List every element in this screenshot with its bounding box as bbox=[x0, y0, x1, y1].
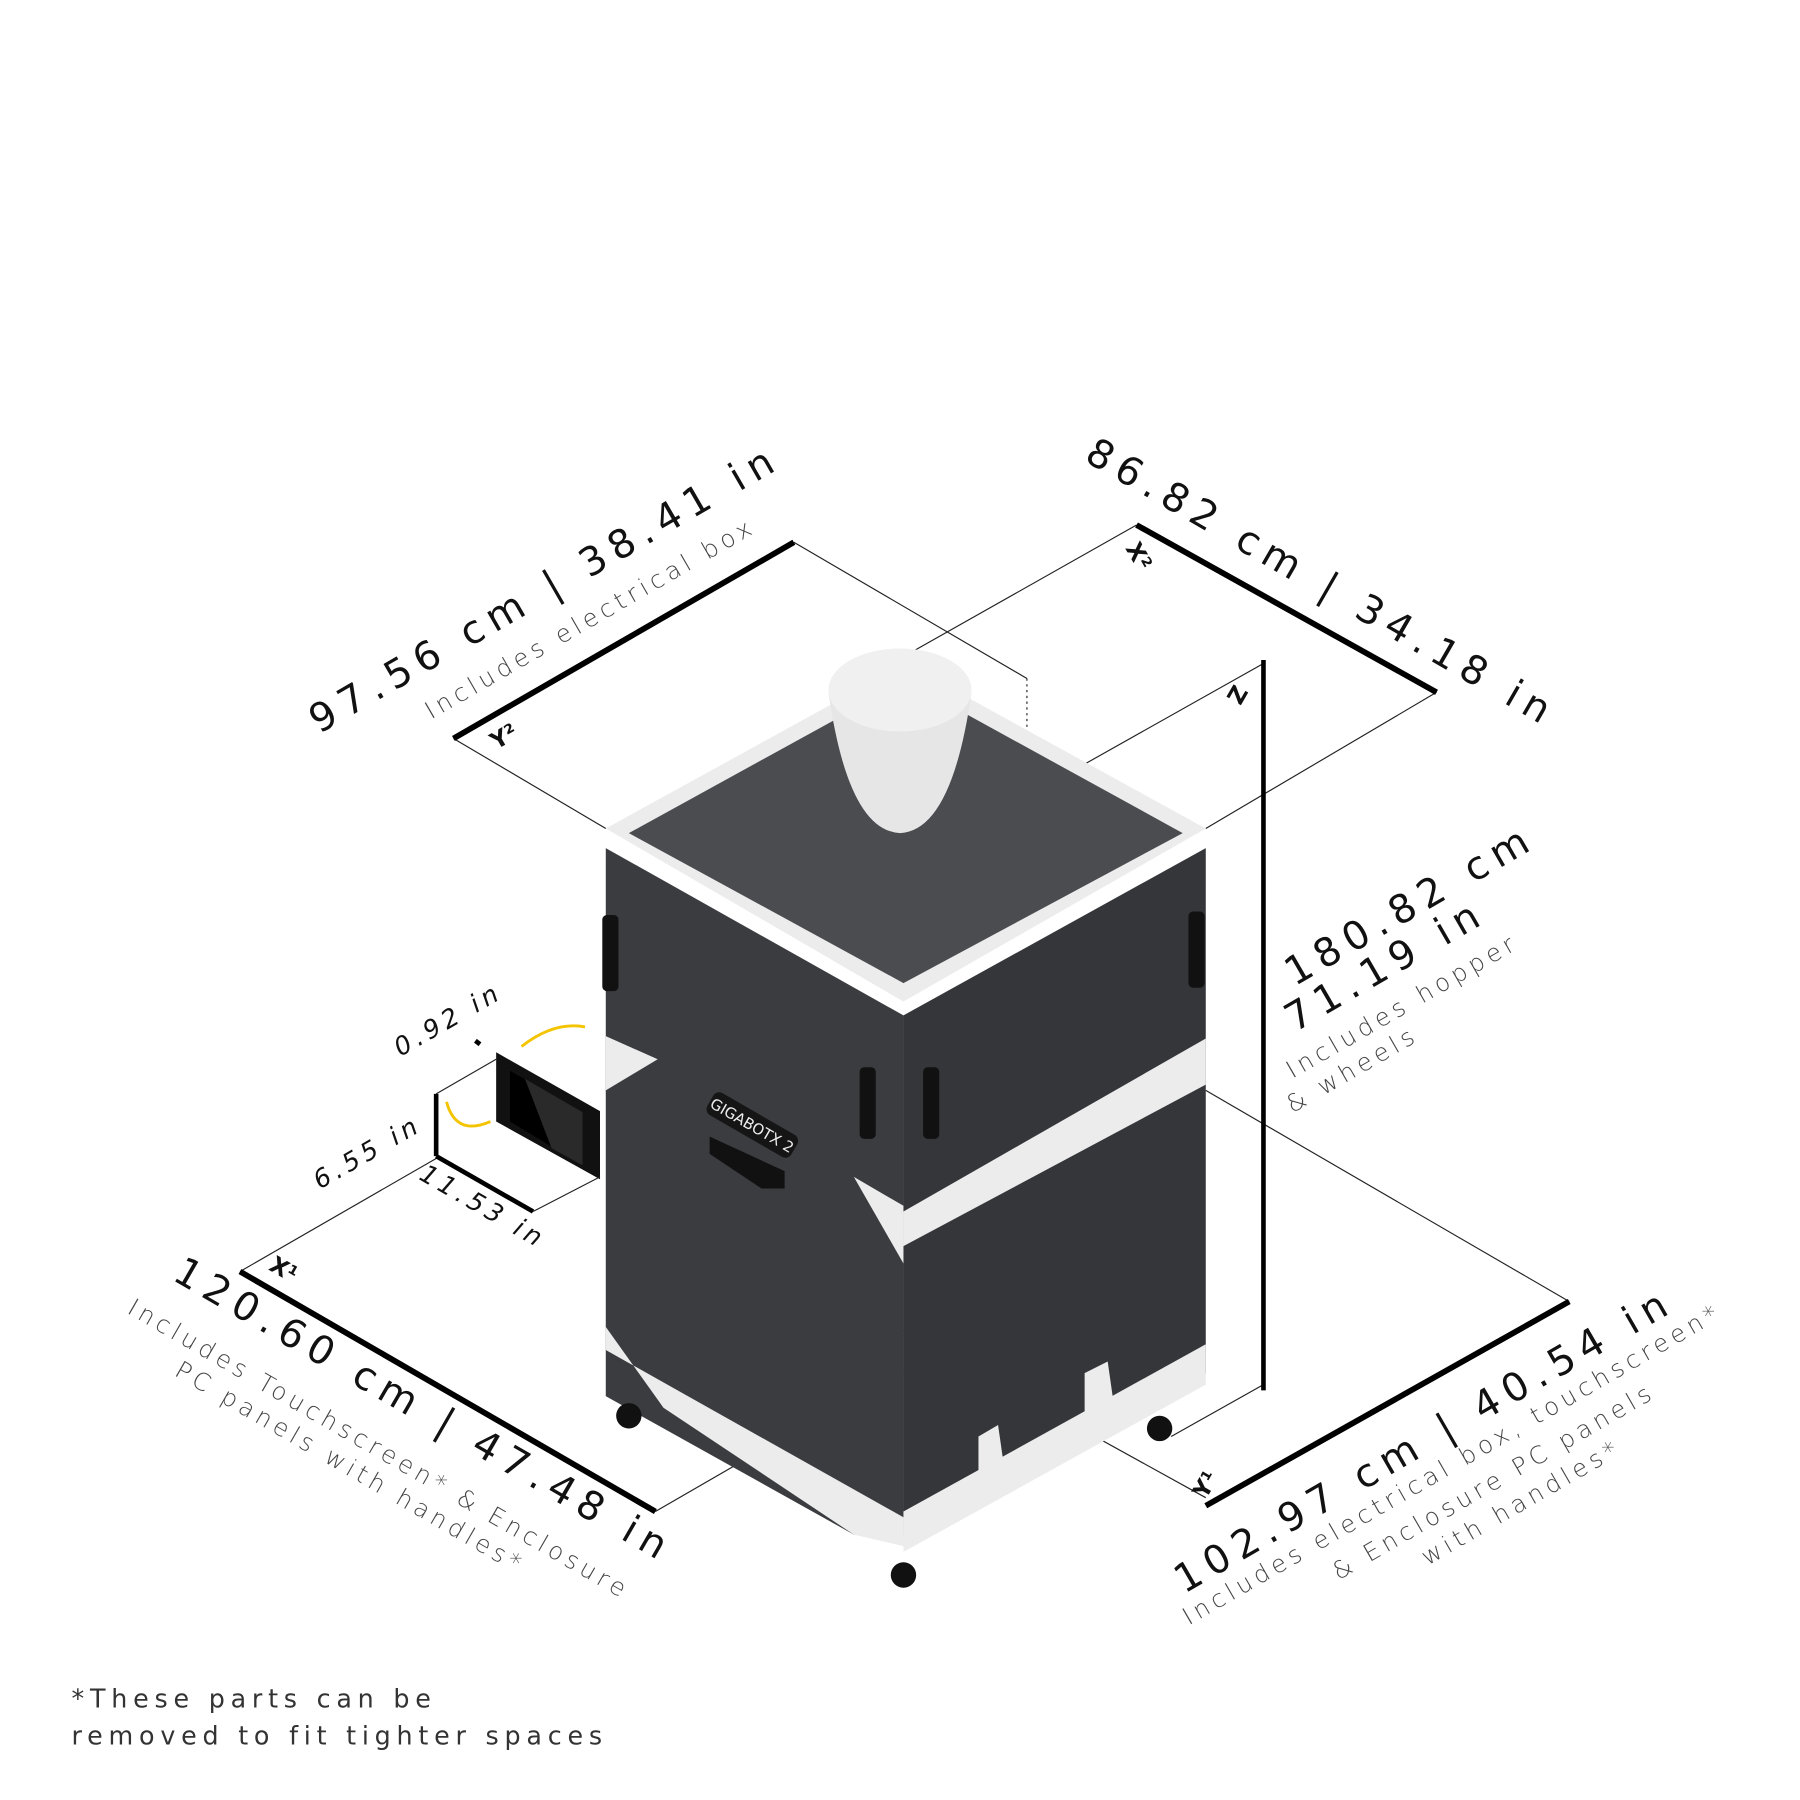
footnote-line1: *These parts can be bbox=[72, 1684, 437, 1714]
x2-dimension-value: 86.82 cm | 34.18 in bbox=[1078, 430, 1565, 737]
trim-band bbox=[903, 1038, 1206, 1247]
touchscreen-height: 6.55 in bbox=[308, 1109, 427, 1195]
touchscreen bbox=[496, 1052, 600, 1180]
handle-icon bbox=[602, 911, 1205, 1189]
wheel-icon bbox=[616, 1403, 1173, 1588]
y2-axis-label: Y² bbox=[485, 719, 522, 755]
hopper bbox=[828, 648, 972, 834]
touchscreen-depth: 0.92 in bbox=[388, 976, 507, 1062]
z-axis-label: Z bbox=[1223, 682, 1254, 709]
y1-dimension-note1: Includes electrical box, touchscreen* bbox=[1178, 1298, 1727, 1631]
dimension-lines bbox=[238, 522, 1571, 1515]
rotate-arrow-icon bbox=[445, 1024, 586, 1128]
x1-dimension-note1: Includes Touchscreen* & Enclosure bbox=[123, 1293, 635, 1605]
printer-machine: GIGABOTX 2 bbox=[445, 648, 1206, 1588]
x1-axis-label: X¹ bbox=[265, 1252, 302, 1288]
x2-axis-label: X² bbox=[1120, 538, 1156, 575]
touchscreen-width: 11.53 in bbox=[415, 1158, 552, 1254]
footnote-line2: removed to fit tighter spaces bbox=[72, 1721, 608, 1751]
